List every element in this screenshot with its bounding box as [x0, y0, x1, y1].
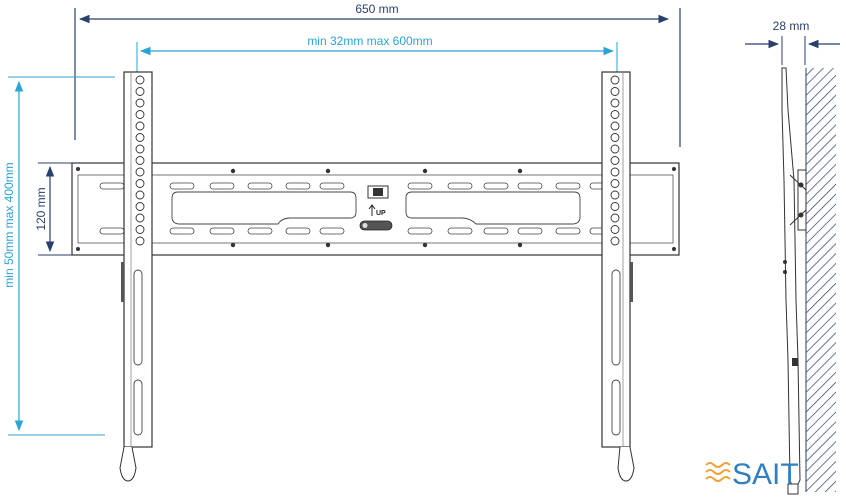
plate-slot [285, 182, 311, 190]
total-width-label: 650 mm [355, 2, 398, 16]
brand-badge-icon [359, 220, 393, 231]
plate-slot [407, 182, 433, 190]
plate-slot [209, 227, 235, 235]
plate-slot [555, 182, 581, 190]
arm-hole [610, 167, 620, 177]
plate-slot [285, 227, 311, 235]
plate-slot [407, 227, 433, 235]
side-arm [781, 67, 801, 494]
arm-hole [135, 133, 145, 142]
wall-hatch [806, 68, 836, 492]
arm-hole [610, 190, 620, 200]
dimension-horizontal-spacing: min 32mm max 600mm [136, 34, 618, 72]
arm-hole [610, 225, 620, 234]
left-arm-hook [119, 446, 137, 482]
plate-slot [209, 182, 235, 190]
arm-hole [135, 98, 145, 108]
arm-hole [610, 156, 620, 165]
plate-slot [517, 227, 543, 235]
waves-icon [705, 462, 731, 482]
horizontal-spacing-label: min 32mm max 600mm [307, 34, 432, 48]
plate-cutout-left [171, 191, 357, 225]
arm-hole [135, 213, 145, 223]
plate-slot [517, 182, 543, 190]
arm-hole [610, 98, 620, 108]
dimension-vertical-spacing: min 50mm max 400mm [2, 76, 115, 436]
arm-hole [610, 213, 620, 223]
arm-hole [610, 121, 620, 131]
logo-text: SAIT [732, 458, 799, 491]
arm-hole [135, 87, 145, 96]
wall-depth-label: 28 mm [773, 19, 810, 33]
arm-hole [610, 202, 620, 211]
arm-hole [610, 87, 620, 96]
right-arm-holes [610, 75, 620, 246]
arm-hole [135, 144, 145, 154]
plate-slot [99, 227, 125, 235]
arm-hole [610, 236, 620, 246]
sait-logo: SAIT [705, 458, 799, 491]
arm-hole [135, 236, 145, 246]
plate-slot [169, 227, 195, 235]
plate-cutout-right [405, 191, 581, 225]
arm-hole [135, 156, 145, 165]
side-view [781, 67, 836, 495]
plate-height-label: 120 mm [34, 187, 48, 230]
arm-hole [135, 179, 145, 188]
left-tv-arm [119, 71, 153, 482]
wall-plate: UP [71, 162, 680, 256]
arm-hole [610, 110, 620, 119]
dimension-wall-depth: 28 mm [745, 19, 840, 65]
arm-hole [610, 179, 620, 188]
up-label: UP [376, 210, 386, 217]
plate-slot [247, 227, 273, 235]
plate-slot [169, 182, 195, 190]
dimension-total-width: 650 mm [74, 2, 681, 147]
arm-hole [610, 75, 620, 85]
plate-slot [483, 182, 509, 190]
plate-slots-bottom [99, 227, 615, 235]
arm-hole [135, 190, 145, 200]
arm-hole [135, 167, 145, 177]
arm-hole [135, 121, 145, 131]
vertical-spacing-label: min 50mm max 400mm [2, 162, 16, 287]
arm-hole [135, 75, 145, 85]
right-arm-hook [617, 446, 635, 482]
arm-hole [135, 110, 145, 119]
plate-slot [319, 227, 345, 235]
plate-slot [99, 182, 125, 190]
arm-hole [135, 202, 145, 211]
up-arrow-icon [368, 204, 376, 216]
plate-slot [247, 182, 273, 190]
left-arm-holes [135, 75, 145, 246]
plate-slot [483, 227, 509, 235]
side-plate [797, 169, 807, 231]
arm-hole [610, 144, 620, 154]
plate-slot [447, 227, 473, 235]
right-tv-arm [601, 71, 635, 482]
plate-slot [319, 182, 345, 190]
plate-slot [555, 227, 581, 235]
dimension-plate-height: 120 mm [34, 162, 72, 256]
plate-slot [447, 182, 473, 190]
arm-hole [135, 225, 145, 234]
arm-hole [610, 133, 620, 142]
